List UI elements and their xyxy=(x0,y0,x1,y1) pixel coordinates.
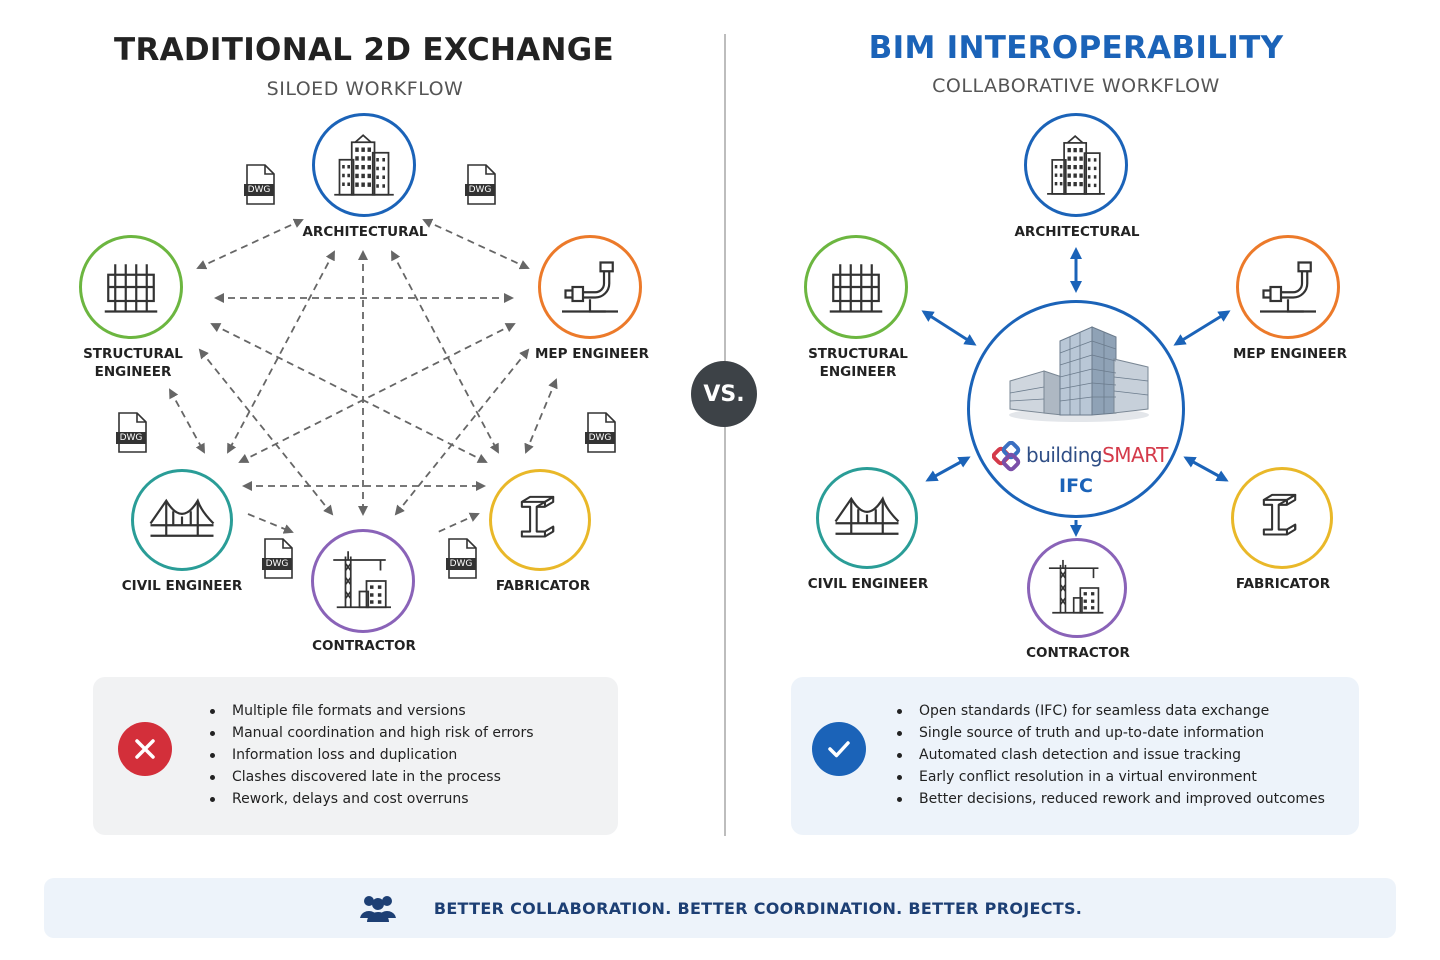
vs-badge: VS. xyxy=(691,361,757,427)
footer-tagline: BETTER COLLABORATION. BETTER COORDINATIO… xyxy=(433,898,1083,918)
right-benefits-list: Open standards (IFC) for seamless data e… xyxy=(897,700,1325,810)
crane-icon xyxy=(1044,555,1110,621)
list-item: Better decisions, reduced rework and imp… xyxy=(897,788,1325,810)
dwg-file-icon: DWG xyxy=(244,164,276,206)
left-node-structural xyxy=(79,235,183,339)
left-drawbacks-panel: Multiple file formats and versions Manua… xyxy=(93,677,618,835)
dwg-badge-text: DWG xyxy=(265,559,289,569)
edge-arch-mep xyxy=(422,218,530,270)
right-label-structural-line1: STRUCTURAL xyxy=(808,346,908,362)
left-label-fabricator: FABRICATOR xyxy=(495,578,591,594)
left-node-contractor xyxy=(311,529,415,633)
left-node-architectural xyxy=(312,113,416,217)
left-subtitle: SILOED WORKFLOW xyxy=(266,78,464,100)
left-node-mep xyxy=(538,235,642,339)
right-label-civil: CIVIL ENGINEER xyxy=(807,576,929,592)
list-item: Manual coordination and high risk of err… xyxy=(210,722,534,744)
dwg-file-icon: DWG xyxy=(465,164,497,206)
structural-frame-icon xyxy=(821,252,891,322)
left-connections xyxy=(169,218,558,534)
right-node-fabricator xyxy=(1231,467,1333,569)
bim-model-icon xyxy=(1009,326,1149,422)
edge-hub-fabricator xyxy=(1183,456,1229,482)
edge-struct-fabricator xyxy=(210,323,488,463)
crane-icon xyxy=(328,546,398,616)
right-node-architectural xyxy=(1024,113,1128,217)
right-node-structural xyxy=(804,235,908,339)
steel-beam-icon xyxy=(1249,485,1315,551)
dwg-file-icon: DWG xyxy=(262,538,294,580)
right-subtitle: COLLABORATIVE WORKFLOW xyxy=(932,75,1220,97)
left-label-structural: STRUCTURAL ENGINEER xyxy=(83,345,183,381)
ifc-hub: buildingSMART IFC xyxy=(967,300,1185,518)
right-node-contractor xyxy=(1027,538,1127,638)
dwg-badge-text: DWG xyxy=(449,559,473,569)
left-label-contractor: CONTRACTOR xyxy=(312,638,416,654)
edge-fabricator-contractor xyxy=(437,512,480,533)
list-item: Single source of truth and up-to-date in… xyxy=(897,722,1325,744)
dwg-badge-text: DWG xyxy=(247,185,271,195)
left-label-architectural: ARCHITECTURAL xyxy=(302,224,428,240)
edge-mep-fabricator xyxy=(524,378,558,454)
edge-hub-structural xyxy=(921,310,977,346)
left-node-fabricator xyxy=(489,469,591,571)
right-node-mep xyxy=(1236,235,1340,339)
list-item: Information loss and duplication xyxy=(210,744,534,766)
right-label-mep: MEP ENGINEER xyxy=(1232,346,1348,362)
dwg-badge-text: DWG xyxy=(588,433,612,443)
right-title: BIM INTEROPERABILITY xyxy=(868,30,1284,66)
right-label-fabricator: FABRICATOR xyxy=(1235,576,1331,592)
structural-frame-icon xyxy=(96,252,166,322)
building-icon xyxy=(329,130,399,200)
center-divider xyxy=(724,34,726,836)
bridge-icon xyxy=(147,485,217,555)
ifc-label: IFC xyxy=(1059,475,1093,497)
edge-hub-civil xyxy=(925,456,971,482)
left-label-civil: CIVIL ENGINEER xyxy=(121,578,243,594)
right-node-civil xyxy=(816,467,918,569)
list-item: Rework, delays and cost overruns xyxy=(210,788,534,810)
right-label-structural: STRUCTURAL ENGINEER xyxy=(808,345,908,381)
list-item: Early conflict resolution in a virtual e… xyxy=(897,766,1325,788)
right-label-contractor: CONTRACTOR xyxy=(1026,645,1130,661)
list-item: Multiple file formats and versions xyxy=(210,700,534,722)
dwg-file-icon: DWG xyxy=(116,412,148,454)
error-x-icon xyxy=(118,722,172,776)
list-item: Open standards (IFC) for seamless data e… xyxy=(897,700,1325,722)
edge-arch-struct xyxy=(196,218,304,270)
brand-part2: SMART xyxy=(1102,443,1168,467)
buildingsmart-wordmark: buildingSMART xyxy=(1026,443,1168,467)
dwg-badge-text: DWG xyxy=(119,433,143,443)
right-label-architectural: ARCHITECTURAL xyxy=(1014,224,1140,240)
left-title: TRADITIONAL 2D EXCHANGE xyxy=(113,32,615,68)
bridge-icon xyxy=(832,483,902,553)
brand-part1: building xyxy=(1026,443,1103,467)
buildingsmart-logo-icon xyxy=(992,441,1021,472)
edge-mep-civil xyxy=(238,323,516,463)
left-label-structural-line1: STRUCTURAL xyxy=(83,346,183,362)
left-label-structural-line2: ENGINEER xyxy=(94,364,172,380)
pipe-icon xyxy=(555,252,625,322)
edge-civil-contractor xyxy=(247,513,294,534)
edge-hub-mep xyxy=(1173,310,1231,346)
list-item: Clashes discovered late in the process xyxy=(210,766,534,788)
edge-struct-civil xyxy=(169,388,205,454)
left-node-civil xyxy=(131,469,233,571)
dwg-badge-text: DWG xyxy=(468,185,492,195)
right-connections xyxy=(921,247,1231,537)
left-drawbacks-list: Multiple file formats and versions Manua… xyxy=(210,700,534,810)
left-label-mep: MEP ENGINEER xyxy=(534,346,650,362)
right-label-structural-line2: ENGINEER xyxy=(819,364,897,380)
check-icon xyxy=(812,722,866,776)
steel-beam-icon xyxy=(507,487,573,553)
list-item: Automated clash detection and issue trac… xyxy=(897,744,1325,766)
people-group-icon xyxy=(359,896,396,922)
dwg-file-icon: DWG xyxy=(585,412,617,454)
footer-banner: BETTER COLLABORATION. BETTER COORDINATIO… xyxy=(44,878,1396,938)
right-benefits-panel: Open standards (IFC) for seamless data e… xyxy=(791,677,1359,835)
building-icon xyxy=(1042,131,1110,199)
pipe-icon xyxy=(1253,252,1323,322)
dwg-file-icon: DWG xyxy=(446,538,478,580)
